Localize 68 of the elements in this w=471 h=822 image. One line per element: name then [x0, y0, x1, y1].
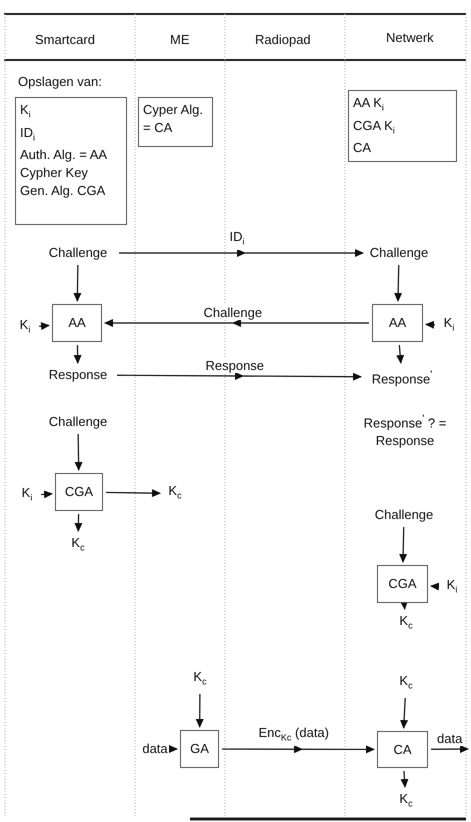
section-heading: Opslagen van:: [18, 74, 102, 90]
arrow: [400, 600, 408, 610]
arrow: [222, 746, 375, 754]
process-box: GA: [180, 730, 219, 768]
flow-text: Challenge: [40, 413, 116, 431]
process-box: CGA: [55, 473, 103, 511]
edge-label: data: [436, 731, 464, 746]
arrow: [74, 514, 82, 532]
stored-item: Cypher Key: [20, 164, 89, 182]
process-box: AA: [52, 304, 102, 342]
arrow: [74, 434, 83, 471]
flow-text: Challenge: [40, 244, 116, 262]
arrow: [40, 490, 53, 498]
flow-text: K$_{c}$: [188, 668, 212, 691]
edge-label: ID$_{i}$: [228, 229, 246, 250]
flow-text: K$_{c}$: [66, 534, 90, 557]
column-header: Smartcard: [35, 32, 95, 48]
arrow: [74, 344, 82, 364]
flow-text: data: [140, 740, 170, 758]
flow-text: K$_{i}$: [16, 484, 38, 507]
flow-text: Challenge: [366, 506, 442, 524]
edge-label: Response: [204, 358, 266, 373]
flow-text: K$_{c}$: [394, 612, 418, 635]
arrow: [394, 264, 402, 302]
stored-item: K$_{i}$: [20, 101, 32, 122]
process-box: AA: [372, 304, 423, 342]
storage-box: [348, 90, 457, 162]
arrow: [425, 320, 436, 329]
arrow: [169, 745, 178, 753]
arrow: [106, 489, 161, 498]
stored-item: AA K$_{i}$: [353, 94, 385, 115]
arrow: [430, 582, 440, 591]
arrow: [196, 694, 204, 728]
flow-text: Response: [42, 366, 114, 384]
column-header: ME: [170, 32, 190, 48]
flow-text: K$_{i}$: [438, 314, 460, 337]
arrow: [117, 372, 362, 380]
column-header: Netwerk: [386, 30, 434, 46]
arrow: [399, 526, 408, 563]
flow-text: Response$^{'}$: [364, 366, 440, 388]
storage-box: [15, 97, 127, 225]
stored-item: CA: [353, 139, 372, 158]
arrow: [38, 322, 50, 330]
stored-item: CGA K$_{i}$: [353, 116, 396, 138]
arrow: [431, 745, 469, 754]
flow-text: Challenge: [366, 244, 432, 262]
flow-text: K$_{i}$: [440, 576, 464, 599]
storage-box: [138, 97, 213, 147]
process-box: CGA: [377, 565, 428, 603]
edge-label: Challenge: [202, 305, 264, 320]
column-header: Radiopad: [255, 32, 311, 48]
flow-text: K$_{i}$: [14, 316, 36, 339]
flow-text: K$_{c}$: [394, 790, 418, 813]
arrow: [400, 770, 408, 788]
stored-item: ID$_{i}$: [20, 124, 36, 144]
arrow: [396, 344, 404, 364]
stored-item: Cyper Alg. = CA: [143, 101, 204, 137]
flow-text: Response$^{'}$ ? = Response: [360, 410, 450, 450]
arrow: [73, 265, 82, 302]
arrow: [104, 319, 369, 327]
stored-item: Gen. Alg. CGA: [20, 182, 106, 200]
arrow: [400, 698, 408, 729]
stored-item: Auth. Alg. = AA: [20, 146, 108, 164]
flow-text: K$_{c}$: [163, 482, 187, 505]
arrow: [119, 249, 364, 257]
process-box: CA: [377, 731, 428, 768]
flow-text: K$_{c}$: [394, 672, 418, 695]
edge-label: Enc$_{Kc}$ (data): [258, 725, 330, 746]
